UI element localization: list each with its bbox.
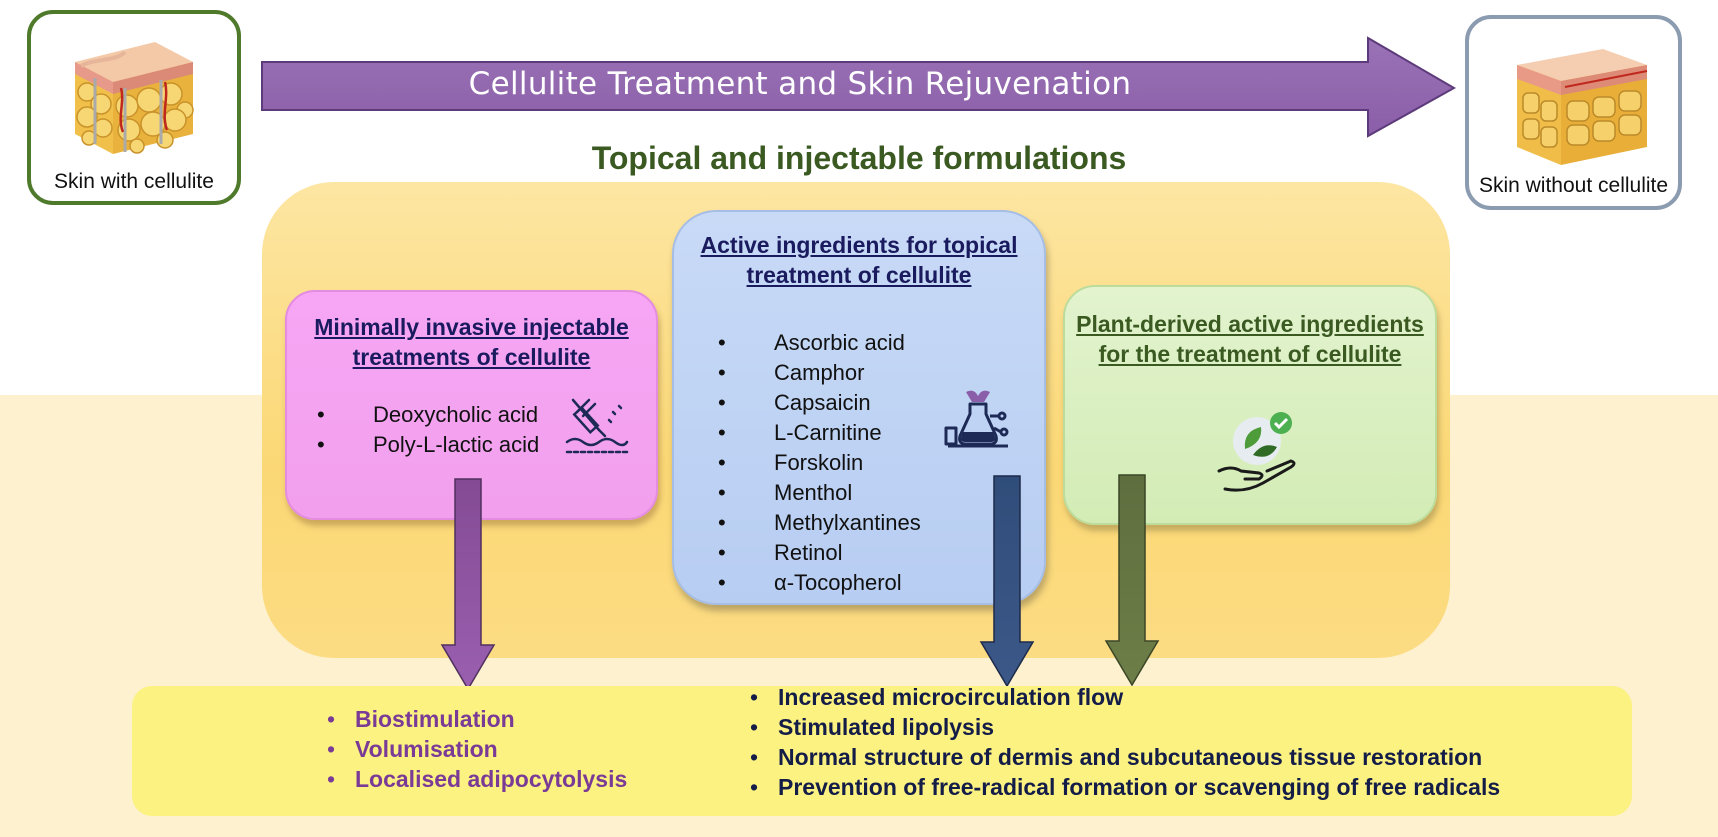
list-item: •Prevention of free-radical formation or… [750,774,1501,800]
list-item: •Forskolin [718,450,864,475]
outcomes-box: •Biostimulation •Volumisation •Localised… [132,684,1632,816]
topical-ingredients-box: Active ingredients for topical treatment… [672,210,1046,605]
list-item: •α-Tocopherol [718,570,902,595]
list-item: •Methylxantines [718,510,921,535]
injectable-list: •Deoxycholic acid •Poly-L-lactic acid [317,400,539,460]
topical-list: •Ascorbic acid •Camphor •Capsaicin •L-Ca… [718,328,921,598]
skin-with-cellulite-caption: Skin with cellulite [54,170,214,193]
list-item: •Volumisation [327,736,498,762]
section-subtitle: Topical and injectable formulations [591,140,1127,176]
topical-title: Active ingredients for topical treatment… [700,232,1018,288]
list-item: •Biostimulation [327,706,515,732]
list-item: •Retinol [718,540,843,565]
list-item: •Menthol [718,480,853,505]
list-item: •Stimulated lipolysis [750,714,994,740]
injection-icon [565,398,629,454]
list-item: •Deoxycholic acid [317,402,539,427]
skin-without-cellulite-caption: Skin without cellulite [1478,174,1669,197]
list-item: •Camphor [718,360,865,385]
diagram-title: Cellulite Treatment and Skin Rejuvenatio… [468,66,1132,102]
injectable-outcomes-list: •Biostimulation •Volumisation •Localised… [327,704,627,794]
plant-title: Plant-derived active ingredients for the… [1076,311,1424,367]
skin-with-cellulite-card: Skin with cellulite [27,10,241,205]
list-item: •Normal structure of dermis and subcutan… [750,744,1483,770]
lab-flask-icon [944,390,1009,448]
list-item: •Localised adipocytolysis [327,766,628,792]
list-item: •L-Carnitine [718,420,882,445]
plant-down-arrow [1104,474,1160,687]
topical-down-arrow [979,475,1035,688]
skin-smooth-illustration [1517,49,1648,165]
skin-cellulite-illustration [75,42,194,154]
list-item: •Poly-L-lactic acid [317,432,540,457]
injectable-down-arrow [440,478,496,691]
plant-hand-icon [1217,412,1296,492]
list-item: •Capsaicin [718,390,871,415]
skin-without-cellulite-card: Skin without cellulite [1465,15,1682,210]
topical-outcomes-list: •Increased microcirculation flow •Stimul… [750,682,1500,802]
list-item: •Increased microcirculation flow [750,684,1124,710]
title-arrow: Cellulite Treatment and Skin Rejuvenatio… [260,36,1456,140]
injectable-title: Minimally invasive injectable treatments… [314,314,629,370]
list-item: •Ascorbic acid [718,330,905,355]
